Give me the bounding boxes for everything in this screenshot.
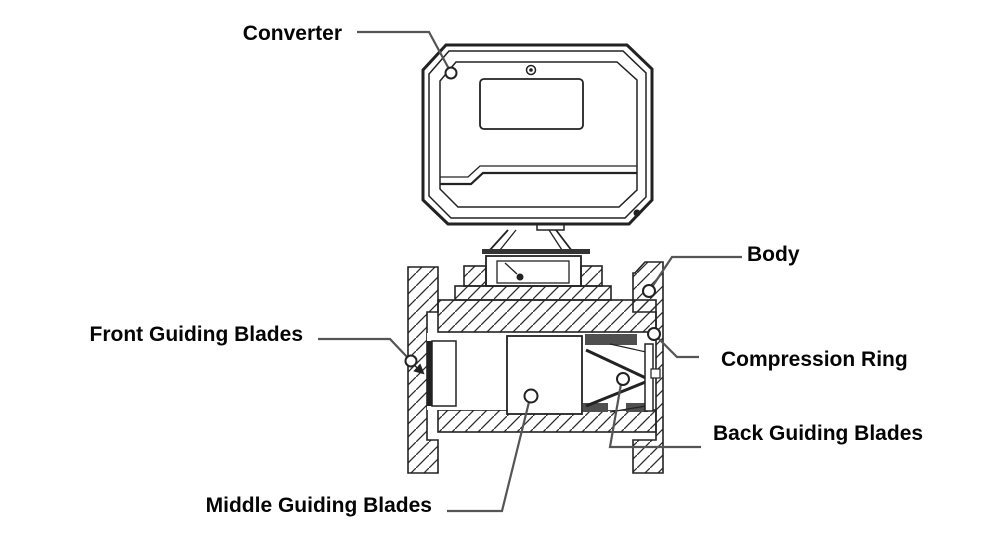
callout-circle-middle-guiding-blades	[523, 388, 539, 404]
callout-circle-back-guiding-blades	[616, 372, 630, 386]
back-guiding-blades-part	[583, 334, 649, 413]
compression-ring-part	[644, 343, 661, 412]
label-middle-guiding-blades: Middle Guiding Blades	[206, 494, 432, 517]
labels: Converter Body Front Guiding Blades Comp…	[90, 22, 924, 517]
label-body: Body	[747, 243, 800, 266]
tube-top-wall	[437, 299, 657, 333]
stud-dot	[633, 209, 641, 217]
neck-stem	[482, 223, 590, 287]
screw-icon	[525, 64, 537, 76]
callout-circle-converter	[444, 66, 458, 80]
leader-line-middle-guiding-blades	[447, 401, 531, 513]
label-converter: Converter	[243, 22, 342, 45]
front-guiding-blades-part	[427, 340, 457, 407]
label-compression-ring: Compression Ring	[721, 348, 908, 371]
display-window	[479, 78, 584, 130]
label-back-guiding-blades: Back Guiding Blades	[713, 422, 923, 445]
label-front-guiding-blades: Front Guiding Blades	[90, 323, 304, 346]
callout-circle-compression-ring	[647, 327, 661, 341]
leader-line-back-guiding-blades	[608, 383, 701, 449]
leader-lines	[318, 30, 742, 513]
leader-line-compression-ring	[657, 337, 699, 359]
right-flange	[632, 261, 664, 474]
callout-circles	[404, 66, 661, 404]
converter-housing	[421, 43, 654, 226]
meter-body	[407, 261, 664, 474]
middle-guiding-blades-part	[506, 335, 583, 415]
callout-circle-body	[642, 284, 656, 298]
callout-circle-front-guiding-blades	[404, 354, 418, 368]
leader-line-body	[651, 255, 742, 288]
leader-line-converter	[357, 30, 450, 70]
leader-line-front-guiding-blades	[318, 337, 409, 359]
